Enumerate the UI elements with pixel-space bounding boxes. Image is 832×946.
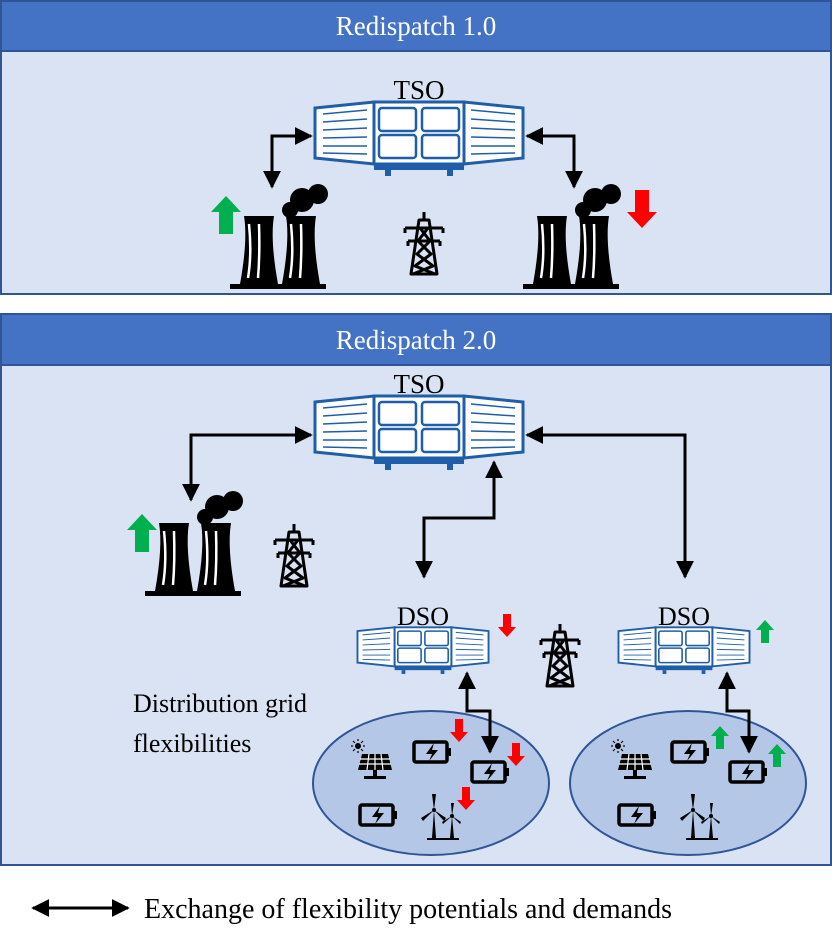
exchange-arrow bbox=[718, 671, 758, 754]
tso-label: TSO bbox=[393, 75, 444, 105]
panel-header: Redispatch 1.0 bbox=[336, 11, 496, 41]
exchange-arrow bbox=[415, 460, 503, 579]
panel-header: Redispatch 2.0 bbox=[336, 325, 496, 355]
legend: Exchange of flexibility potentials and d… bbox=[31, 894, 672, 925]
exchange-arrow bbox=[525, 426, 694, 579]
legend-text: Exchange of flexibility potentials and d… bbox=[144, 894, 672, 925]
dso-label: DSO bbox=[658, 602, 710, 631]
panel-header-bar bbox=[0, 0, 832, 52]
exchange-arrow bbox=[458, 671, 499, 754]
distribution-grid-ellipse bbox=[312, 710, 550, 856]
panel-redispatch-1: Redispatch 1.0 TSO bbox=[0, 0, 832, 295]
distribution-grid-ellipse bbox=[569, 710, 807, 856]
panel-header-bar bbox=[0, 313, 832, 366]
dso-label: DSO bbox=[397, 602, 449, 631]
panel-redispatch-2: Redispatch 2.0 TSO DSO DSO Distribution … bbox=[0, 313, 832, 866]
distribution-label: Distribution grid flexibilities bbox=[133, 689, 314, 758]
tso-label: TSO bbox=[393, 369, 444, 399]
exchange-arrow bbox=[182, 426, 313, 502]
exchange-arrow bbox=[263, 127, 313, 189]
distribution-label-line: Distribution grid bbox=[133, 689, 307, 718]
distribution-label-line: flexibilities bbox=[133, 729, 251, 758]
exchange-arrow bbox=[525, 127, 583, 189]
